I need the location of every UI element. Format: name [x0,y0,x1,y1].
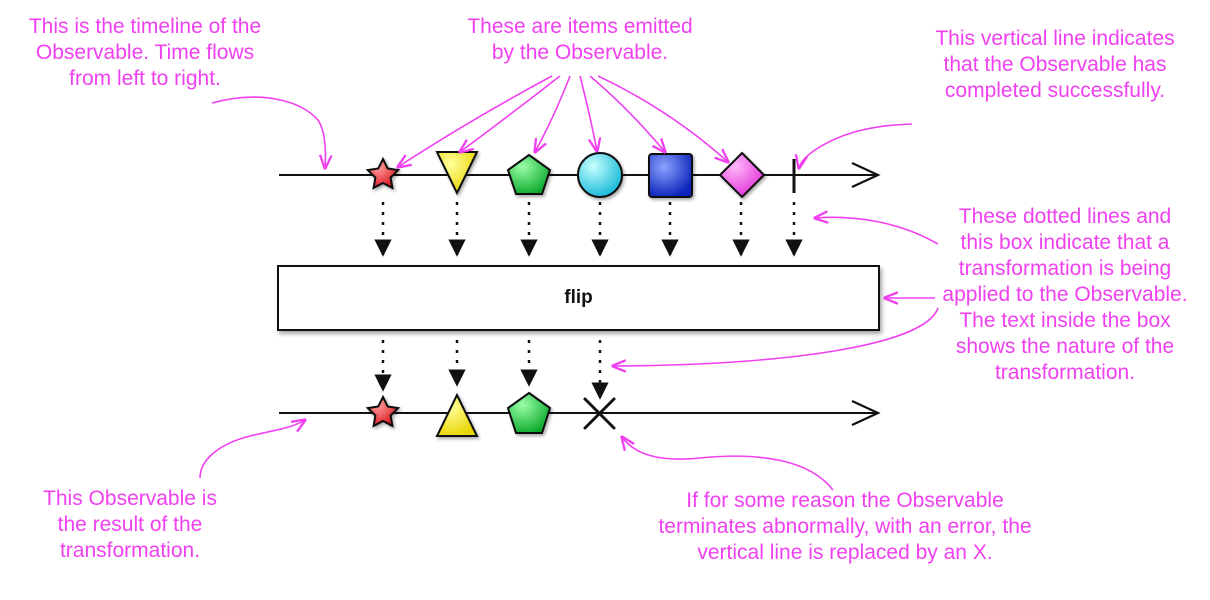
annotation-line: transformation. [59,539,201,562]
operator-box: flip [277,265,880,331]
pentagon-marble-icon [506,391,552,434]
error-annotation: If for some reason the Observable termin… [625,488,1065,566]
result-annotation: This Observable is the result of the tra… [10,486,250,564]
result-callout-arrow [199,420,305,479]
star-marble-icon [365,394,401,428]
annotation-line: that the Observable has [943,53,1167,76]
circle-marble-icon [577,152,623,198]
annotation-line: from left to right. [69,67,221,90]
square-marble-icon [648,153,693,198]
annotation-line: transformation. [994,361,1136,384]
annotation-line: shows the nature of the [955,335,1175,358]
items-callout-arrow [398,75,553,167]
source-items [365,151,766,199]
completed-annotation: This vertical line indicates that the Ob… [910,26,1200,104]
result-timeline-arrowhead-icon [851,400,881,426]
annotation-line: vertical line is replaced by an X. [697,541,993,564]
annotation-line: This vertical line indicates [935,27,1175,50]
annotation-line: by the Observable. [491,41,669,64]
transformation-callout-arrow [815,217,939,245]
annotation-line: completed successfully. [944,79,1166,102]
error-callout-arrow [622,437,834,491]
annotation-line: This Observable is [43,487,217,510]
transformation-annotation: These dotted lines and this box indicate… [925,204,1205,386]
items-callout-arrow [597,75,728,162]
annotation-arrows [199,75,939,491]
annotation-line: this box indicate that a [960,231,1170,254]
error-x-icon [583,397,616,430]
items-callout-arrow [460,75,561,152]
annotation-line: These dotted lines and [958,205,1172,228]
result-items [365,391,552,437]
items-annotation: These are items emitted by the Observabl… [440,14,720,66]
annotation-line: the result of the [57,513,203,536]
pentagon-marble-icon [506,153,552,195]
triangle-down-marble-icon [435,151,479,196]
items-callout-arrow [579,75,597,151]
annotation-line: This is the timeline of the [28,15,262,38]
timeline-annotation: This is the timeline of the Observable. … [10,14,280,92]
timeline-callout-arrow [211,96,325,168]
annotation-line: Observable. Time flows [35,41,255,64]
annotation-line: applied to the Observable. [942,283,1188,306]
transformation-callout-arrow [613,307,939,366]
operator-label: flip [564,287,593,308]
input-connectors [374,202,803,257]
output-connectors [374,340,609,400]
diamond-marble-icon [718,151,766,199]
items-callout-arrow [589,75,665,152]
annotation-line: These are items emitted [467,15,693,38]
source-timeline-arrowhead-icon [851,162,881,188]
annotation-line: If for some reason the Observable [686,489,1004,512]
triangle-up-marble-icon [435,392,479,437]
annotation-line: transformation is being [958,257,1172,280]
annotation-line: terminates abnormally, with an error, th… [658,515,1032,538]
annotation-line: The text inside the box [959,309,1171,332]
star-marble-icon [365,156,401,190]
items-callout-arrow [535,75,571,152]
completed-callout-arrow [799,123,913,168]
